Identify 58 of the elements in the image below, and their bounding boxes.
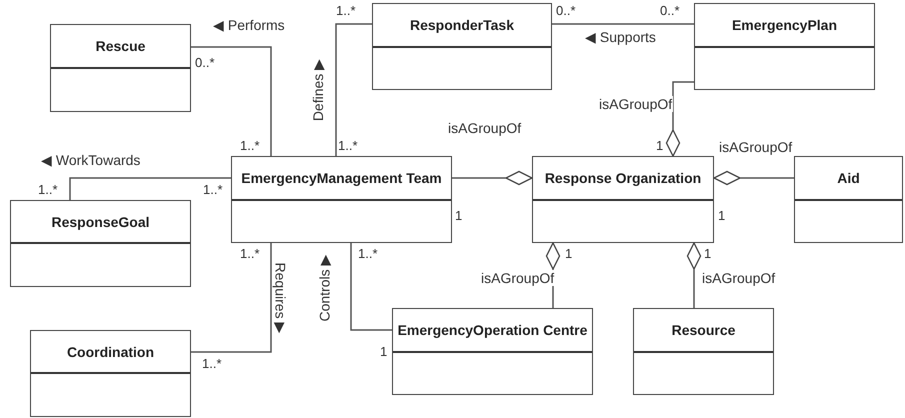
- class-name: Coordination: [66, 344, 154, 360]
- association-line: [191, 46, 272, 156]
- multiplicity-label: 1..*: [358, 246, 378, 261]
- class-name: ResponderTask: [410, 17, 514, 33]
- class-box: [30, 330, 191, 417]
- multiplicity-label: 1..*: [336, 3, 356, 18]
- class-name: EmergencyPlan: [732, 17, 838, 33]
- edge-label: isAGroupOf: [701, 270, 776, 286]
- class-name: EmergencyOperation Centre: [398, 322, 588, 338]
- edge-label: isAGroupOf: [480, 270, 556, 286]
- multiplicity-label: 1..*: [240, 138, 260, 153]
- edge-label: Defines ▶: [310, 58, 326, 122]
- multiplicity-label: 1..*: [203, 182, 223, 197]
- class-name: Aid: [837, 170, 860, 186]
- multiplicity-label: 1: [565, 246, 572, 261]
- class-name: Response Organization: [544, 170, 702, 186]
- class-box: [372, 3, 552, 90]
- class-name: Resource: [672, 322, 736, 338]
- multiplicity-label: 1: [656, 138, 664, 153]
- association-line: [191, 243, 272, 353]
- aggregation-line: [713, 170, 794, 186]
- class-box: [532, 156, 714, 243]
- class-name: EmergencyManagement Team: [241, 170, 442, 186]
- aggregation-line: [686, 242, 702, 308]
- edge-label: isAGroupOf: [447, 120, 522, 136]
- edge-label: isAGroupOf: [598, 96, 674, 112]
- class-box: [231, 156, 452, 243]
- multiplicity-label: 1..*: [338, 138, 358, 153]
- edge-label: Controls ▶: [316, 253, 333, 323]
- edge-label: Requires ▶: [272, 262, 288, 334]
- multiplicity-label: 1..*: [240, 246, 260, 261]
- edge-label: ◀ WorkTowards: [40, 152, 142, 168]
- edge-label: isAGroupOf: [718, 139, 794, 155]
- multiplicity-label: 1..*: [38, 182, 58, 197]
- association-line: [335, 23, 372, 156]
- multiplicity-label: 1: [718, 208, 726, 223]
- class-box: [633, 308, 774, 395]
- multiplicity-label: 0..*: [660, 3, 680, 18]
- aggregation-line: [452, 170, 533, 186]
- association-line: [552, 23, 694, 25]
- edge-label: ◀ Supports: [584, 29, 657, 45]
- multiplicity-label: 0..*: [195, 55, 215, 70]
- edge-label: ◀ Performs: [212, 17, 286, 33]
- association-line: [350, 243, 392, 331]
- class-box: [794, 156, 903, 243]
- class-box: [50, 24, 191, 112]
- multiplicity-label: 1..*: [202, 356, 222, 371]
- multiplicity-label: 1: [704, 246, 712, 261]
- multiplicity-label: 0..*: [556, 3, 576, 18]
- class-box: [694, 3, 875, 90]
- class-name: ResponseGoal: [51, 214, 150, 230]
- class-name: Rescue: [96, 38, 146, 54]
- multiplicity-label: 1: [455, 208, 462, 223]
- multiplicity-label: 1: [380, 344, 388, 359]
- aggregation-line: [666, 81, 694, 157]
- class-box: [10, 200, 191, 287]
- association-line: [69, 177, 231, 200]
- class-box: [392, 308, 593, 395]
